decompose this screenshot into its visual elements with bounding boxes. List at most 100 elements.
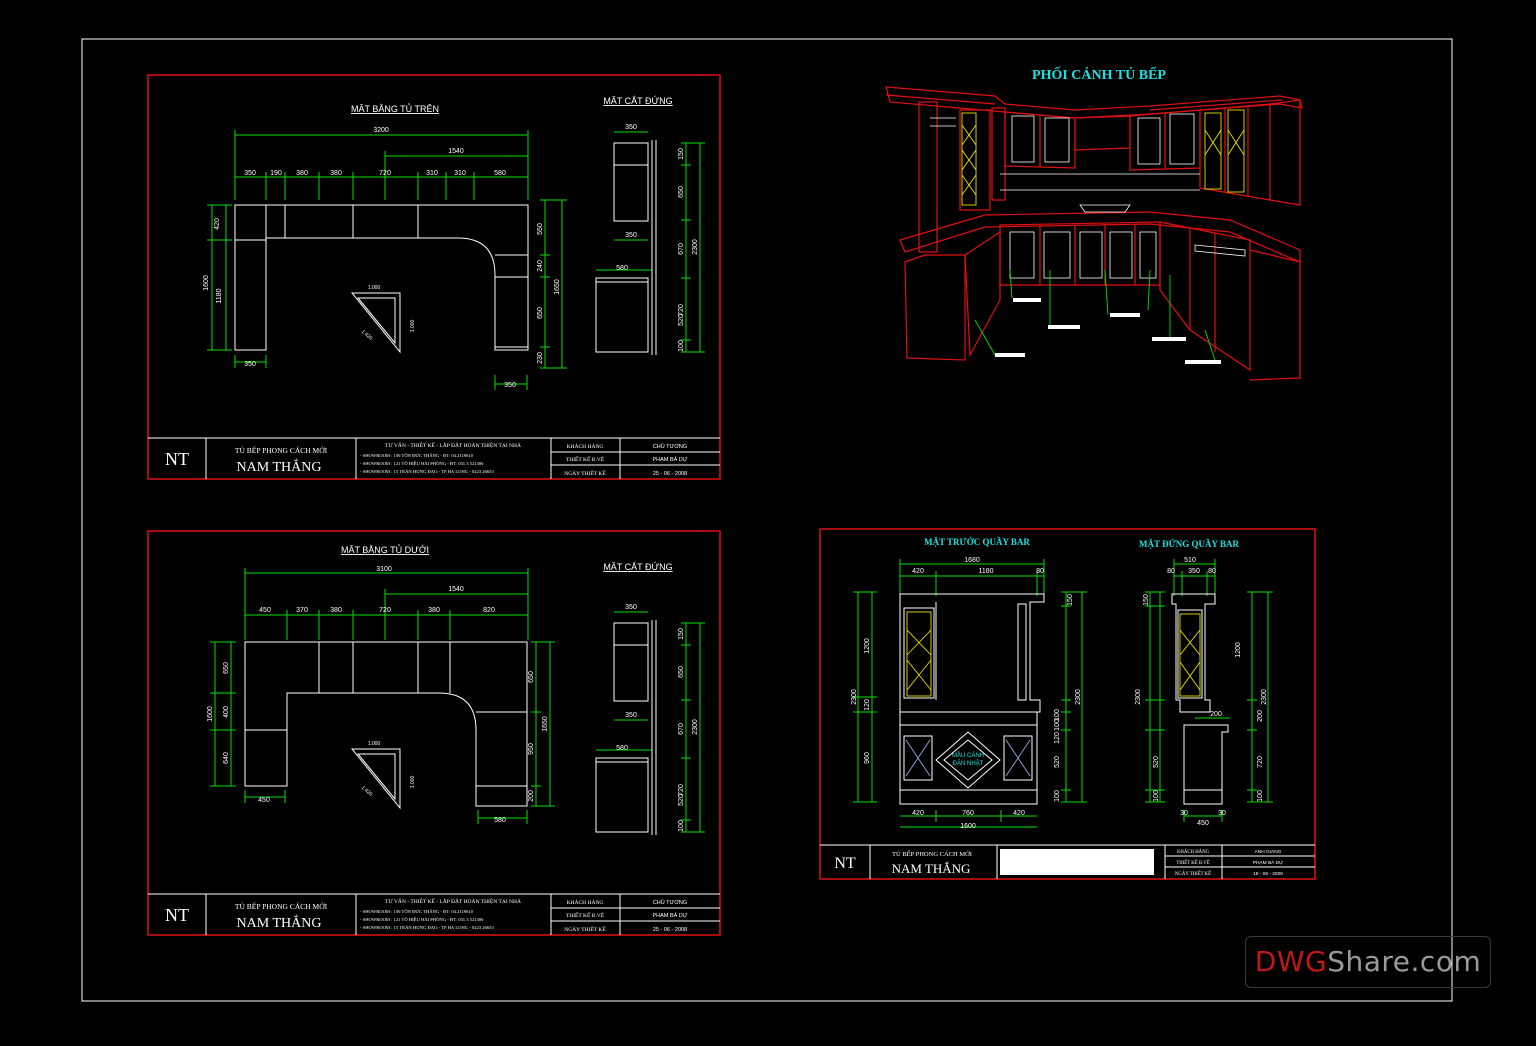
upper-island-dim-1: 1.000 (368, 285, 381, 291)
lower-section-vert-3: 670 (678, 723, 685, 735)
bar-counter-sheet: MẶT TRƯỚC QUẦY BAR MẶT ĐỨNG QUẦY BAR (819, 528, 1316, 880)
lower-logo: NT (165, 905, 189, 925)
lower-section-vert-1: 150 (678, 628, 685, 640)
lower-title-block: NT TỦ BẾP PHONG CÁCH MỚI NAM THẮNG TƯ VẤ… (148, 893, 720, 935)
upper-style-line: TỦ BẾP PHONG CÁCH MỚI (235, 445, 328, 455)
lower-section-vert-5: 520 (678, 794, 685, 806)
upper-island-dim-3: 1.000 (410, 320, 416, 333)
bar-side-bottom-1: 450 (1197, 820, 1209, 827)
bar-front-elevation (899, 593, 1045, 805)
upper-section-vert-5: 520 (678, 314, 685, 326)
lower-partial-dim: 1540 (448, 586, 464, 593)
lower-plan-outline (244, 620, 657, 835)
bar-front-left-3: 120 (864, 699, 871, 711)
lower-dim-5: 380 (428, 607, 440, 614)
lower-dim-2: 370 (296, 607, 308, 614)
bar-value-customer: ANH GIANG (1255, 849, 1282, 855)
upper-section-vert-4: 720 (678, 304, 685, 316)
bar-side-dim-3: 2300 (1135, 689, 1142, 705)
bar-front-bottom-4: 1600 (960, 823, 976, 830)
upper-section-dim-2: 350 (625, 232, 637, 239)
bar-style-line: TỦ BẾP PHONG CÁCH MỚI (892, 850, 972, 858)
lower-service: TƯ VẤN - THIẾT KẾ - LẮP ĐẶT HOÀN THIỆN T… (385, 897, 521, 905)
lower-showroom-2: - SHOWROOM : 121 TÔ HIỆU HẢI PHÒNG - ĐT:… (360, 917, 484, 922)
upper-bottom-left-dim: 350 (244, 361, 256, 368)
lower-island-dim-1: 1.000 (368, 741, 381, 747)
lower-plan-sheet: MẶT BẰNG TỦ DƯỚI MẶT CẮT ĐỨNG 3100 1540 … (147, 530, 721, 936)
bar-front-top-1: 1680 (964, 557, 980, 564)
bar-side-dim-10: 100 (1257, 790, 1264, 802)
upper-section-dim-3: 580 (616, 265, 628, 272)
kitchen-perspective: PHỐI CẢNH TỦ BẾP (885, 65, 1303, 381)
bar-front-left-1: 1200 (864, 638, 871, 654)
lower-value-date: 25 - 06 - 2008 (653, 927, 687, 933)
bar-front-right-1: 150 (1067, 594, 1074, 606)
lower-bottom-right-dim: 580 (494, 817, 506, 824)
upper-plan-frame (147, 74, 721, 480)
bar-front-left-4: 960 (864, 752, 871, 764)
bar-vert-text: 1200 2300 120 960 150 2300 100 100 120 5… (851, 594, 1268, 802)
watermark-dwg: DWG (1254, 945, 1328, 978)
upper-right-dim-5: 1650 (554, 279, 561, 295)
lower-bottom-left-dim: 450 (258, 797, 270, 804)
bar-front-bottom-1: 420 (912, 810, 924, 817)
lower-showroom-3: - SHOWROOM : 15 TRẦN HƯNG ĐẠO - TP HẠ LO… (360, 925, 494, 930)
upper-plan-outline (234, 140, 657, 355)
bar-front-top-2: 420 (912, 568, 924, 575)
lower-plan-title: MẶT BẰNG TỦ DƯỚI (341, 544, 429, 555)
upper-label-designer: THIẾT KẾ B.VẼ (566, 455, 605, 463)
upper-section-vert-3: 670 (678, 243, 685, 255)
lower-plan-vert-text: 650 400 640 1600 650 950 200 1650 150 65… (207, 628, 699, 832)
dwgshare-watermark[interactable]: DWGShare.com (1245, 936, 1491, 988)
lower-dim-1: 450 (259, 607, 271, 614)
bar-front-right-2: 2300 (1075, 689, 1082, 705)
bar-title-blank (1000, 849, 1154, 875)
bar-front-left-2: 2300 (851, 689, 858, 705)
bar-title-block: NT TỦ BẾP PHONG CÁCH MỚI NAM THẮNG KHÁCH… (820, 844, 1315, 879)
upper-showroom-3: - SHOWROOM : 15 TRẦN HƯNG ĐẠO - TP HẠ LO… (360, 469, 494, 474)
upper-dim-3: 380 (296, 170, 308, 177)
lower-plan-dim-text: 3100 1540 450 370 380 720 380 820 450 58… (258, 566, 637, 824)
bar-side-dim-6: 200 (1257, 710, 1264, 722)
upper-right-dim-2: 240 (537, 260, 544, 272)
bar-side-top-1: 510 (1184, 557, 1196, 564)
bar-front-right-7: 100 (1054, 790, 1061, 802)
bar-front-bottom-3: 420 (1013, 810, 1025, 817)
bar-front-right-3: 100 (1054, 709, 1061, 721)
bar-front-top-3: 1180 (978, 568, 993, 575)
upper-value-designer: PHẠM BÁ DỰ (653, 456, 688, 463)
bar-side-title: MẶT ĐỨNG QUẦY BAR (1139, 539, 1239, 549)
upper-title-block: NT TỦ BẾP PHONG CÁCH MỚI NAM THẮNG TƯ VẤ… (148, 437, 720, 479)
bar-side-top-4: 80 (1208, 568, 1216, 575)
watermark-share: Share.com (1327, 945, 1482, 978)
bar-value-date: 18 - 06 - 2008 (1253, 871, 1283, 877)
upper-showroom-2: - SHOWROOM : 121 TÔ HIỆU HẢI PHÒNG - ĐT:… (360, 461, 484, 466)
upper-section-vert-7: 2300 (692, 239, 699, 255)
bar-front-right-6: 520 (1054, 756, 1061, 768)
upper-left-dim-2: 1180 (216, 288, 223, 303)
upper-section-vert-6: 100 (678, 340, 685, 352)
bar-label-date: NGÀY THIẾT KẾ (1175, 871, 1211, 877)
upper-section-dim-1: 350 (625, 124, 637, 131)
upper-plan-title: MẶT BẰNG TỦ TRÊN (351, 103, 439, 114)
lower-label-designer: THIẾT KẾ B.VẼ (566, 911, 605, 919)
upper-right-dim-4: 230 (537, 352, 544, 364)
lower-value-customer: CHỦ TƯƠNG (653, 899, 687, 906)
bar-front-top-4: 80 (1036, 568, 1044, 575)
upper-plan-dimensions (207, 130, 705, 390)
lower-right-dim-4: 1650 (542, 716, 549, 732)
upper-dim-1: 350 (244, 170, 256, 177)
upper-showroom-1: - SHOWROOM : 109 TÔN ĐỨC THẮNG - ĐT: 04.… (360, 452, 474, 458)
lower-section-dim-2: 350 (625, 712, 637, 719)
upper-logo: NT (165, 449, 189, 469)
bar-side-top-3: 350 (1188, 568, 1200, 575)
upper-value-date: 25 - 06 - 2008 (653, 471, 687, 477)
upper-label-date: NGÀY THIẾT KẾ (564, 469, 606, 477)
bar-side-dim-8: 520 (1153, 756, 1160, 768)
lower-section-vert-2: 650 (678, 666, 685, 678)
bar-label-customer: KHÁCH HÀNG (1177, 849, 1210, 855)
lower-section-vert-4: 720 (678, 784, 685, 796)
bar-front-title: MẶT TRƯỚC QUẦY BAR (924, 537, 1030, 547)
bar-panel-text-2: ĐẶN NHẬT (953, 760, 984, 767)
upper-overall-dim: 3200 (373, 127, 389, 134)
